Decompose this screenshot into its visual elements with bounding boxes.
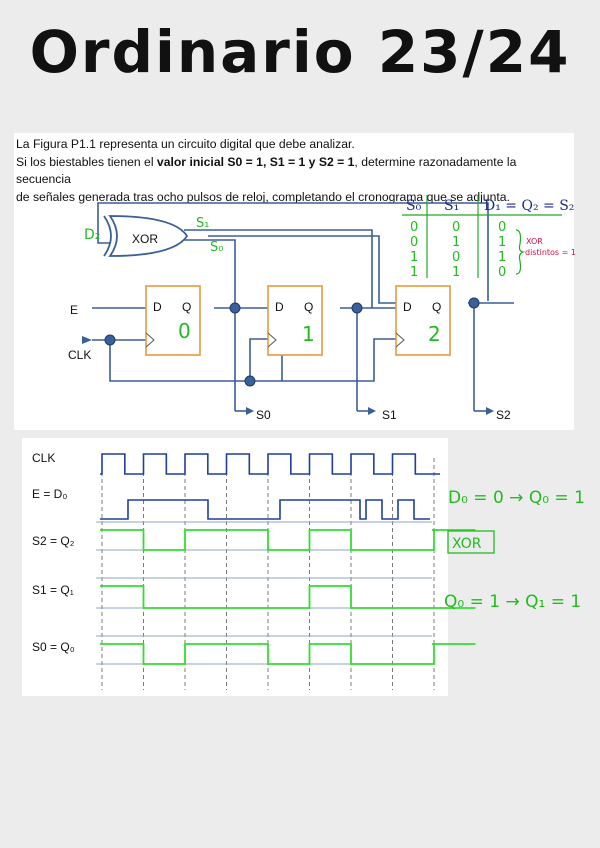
tt-cell: 0	[452, 220, 460, 235]
tt-cell: 1	[452, 235, 460, 250]
problem-line-2-start: Si los biestables tienen el	[16, 154, 157, 169]
output-arrows	[82, 336, 494, 415]
xor-label: XOR	[132, 232, 158, 246]
clk-waveform	[100, 453, 440, 475]
label-e: E = D₀	[32, 487, 67, 501]
timing-diagram: CLK E = D₀ S2 = Q₂ S1 = Q₁ S0 = Q₀	[32, 451, 476, 690]
output-s2-label: S2	[496, 408, 511, 422]
e-waveform	[100, 499, 430, 520]
ff2-q-label: Q	[432, 300, 441, 314]
problem-line-3: de señales generada tras ocho pulsos de …	[16, 189, 510, 204]
problem-line-2: Si los biestables tienen el valor inicia…	[16, 154, 572, 189]
note-s1: S₁	[196, 216, 209, 231]
tt-cell: 1	[498, 250, 506, 265]
page-title: Ordinario 23/24	[29, 18, 571, 86]
output-s0-label: S0	[256, 408, 271, 422]
timing-diagram-panel: CLK E = D₀ S2 = Q₂ S1 = Q₁ S0 = Q₀	[22, 438, 476, 696]
ff0-q-label: Q	[182, 300, 191, 314]
flip-flop-2	[395, 285, 451, 356]
xor-gate	[103, 215, 189, 257]
ff0-d-label: D	[153, 300, 162, 314]
tt-cell: 1	[498, 235, 506, 250]
flip-flop-1	[267, 285, 323, 356]
s1-waveform	[100, 585, 476, 609]
tt-cell: 0	[452, 250, 460, 265]
tt-header-s0: S₀	[406, 198, 422, 214]
label-clk: CLK	[32, 451, 55, 465]
label-s0: S0 = Q₀	[32, 640, 75, 654]
output-s1-label: S1	[382, 408, 397, 422]
initial-values: valor inicial S0 = 1, S1 = 1 y S2 = 1	[156, 154, 355, 169]
note-d2: D₂	[84, 227, 100, 243]
ff1-number: 1	[302, 322, 315, 346]
s2-waveform	[100, 529, 476, 551]
note-s0: S₀	[210, 240, 223, 255]
problem-line-1: La Figura P1.1 representa un circuito di…	[16, 137, 355, 151]
input-e-label: E	[70, 303, 78, 317]
ff1-q-label: Q	[304, 300, 313, 314]
tt-header-d1: D₁ = Q₂ = S₂	[484, 198, 574, 214]
circuit-diagram: XOR D Q D Q D Q 0 1 2 E CLK S0 S1 S2 D₂ …	[68, 195, 576, 422]
signal-labels: CLK E = D₀ S2 = Q₂ S1 = Q₁ S0 = Q₀	[32, 451, 75, 654]
input-clk-label: CLK	[68, 348, 91, 362]
ff0-number: 0	[178, 319, 191, 343]
flip-flop-0	[145, 285, 201, 356]
tt-cell: 0	[410, 220, 418, 235]
tt-note-xor: XOR	[526, 237, 543, 246]
ff2-d-label: D	[403, 300, 412, 314]
note-xor: XOR	[452, 536, 482, 552]
problem-line-2-end: , determine razonadamente la secuencia	[16, 154, 517, 187]
s0-waveform	[100, 643, 476, 665]
note-xor-box	[447, 530, 495, 554]
ff1-d-label: D	[275, 300, 284, 314]
tt-header-s1: S₁	[444, 198, 459, 214]
label-s1: S1 = Q₁	[32, 583, 74, 597]
problem-statement: La Figura P1.1 representa un circuito di…	[16, 136, 572, 206]
tt-note-distintos: distintos = 1	[525, 248, 576, 257]
ff2-number: 2	[428, 322, 441, 346]
tt-cell: 1	[410, 265, 418, 280]
tt-cell: 0	[410, 235, 418, 250]
tt-cell: 1	[410, 250, 418, 265]
note-q0-q1: Q₀ = 1 → Q₁ = 1	[444, 592, 581, 612]
wire-junctions	[104, 297, 480, 387]
tt-cell: 0	[498, 265, 506, 280]
label-s2: S2 = Q₂	[32, 534, 75, 548]
problem-panel: La Figura P1.1 representa un circuito di…	[14, 133, 576, 430]
truth-table: S₀ S₁ D₁ = Q₂ = S₂ 0 0 0 0 1 1 1 0 1 1 1…	[402, 195, 576, 280]
tt-cell: 1	[452, 265, 460, 280]
note-d0-q0: D₀ = 0 → Q₀ = 1	[448, 488, 585, 508]
tt-cell: 0	[498, 220, 506, 235]
